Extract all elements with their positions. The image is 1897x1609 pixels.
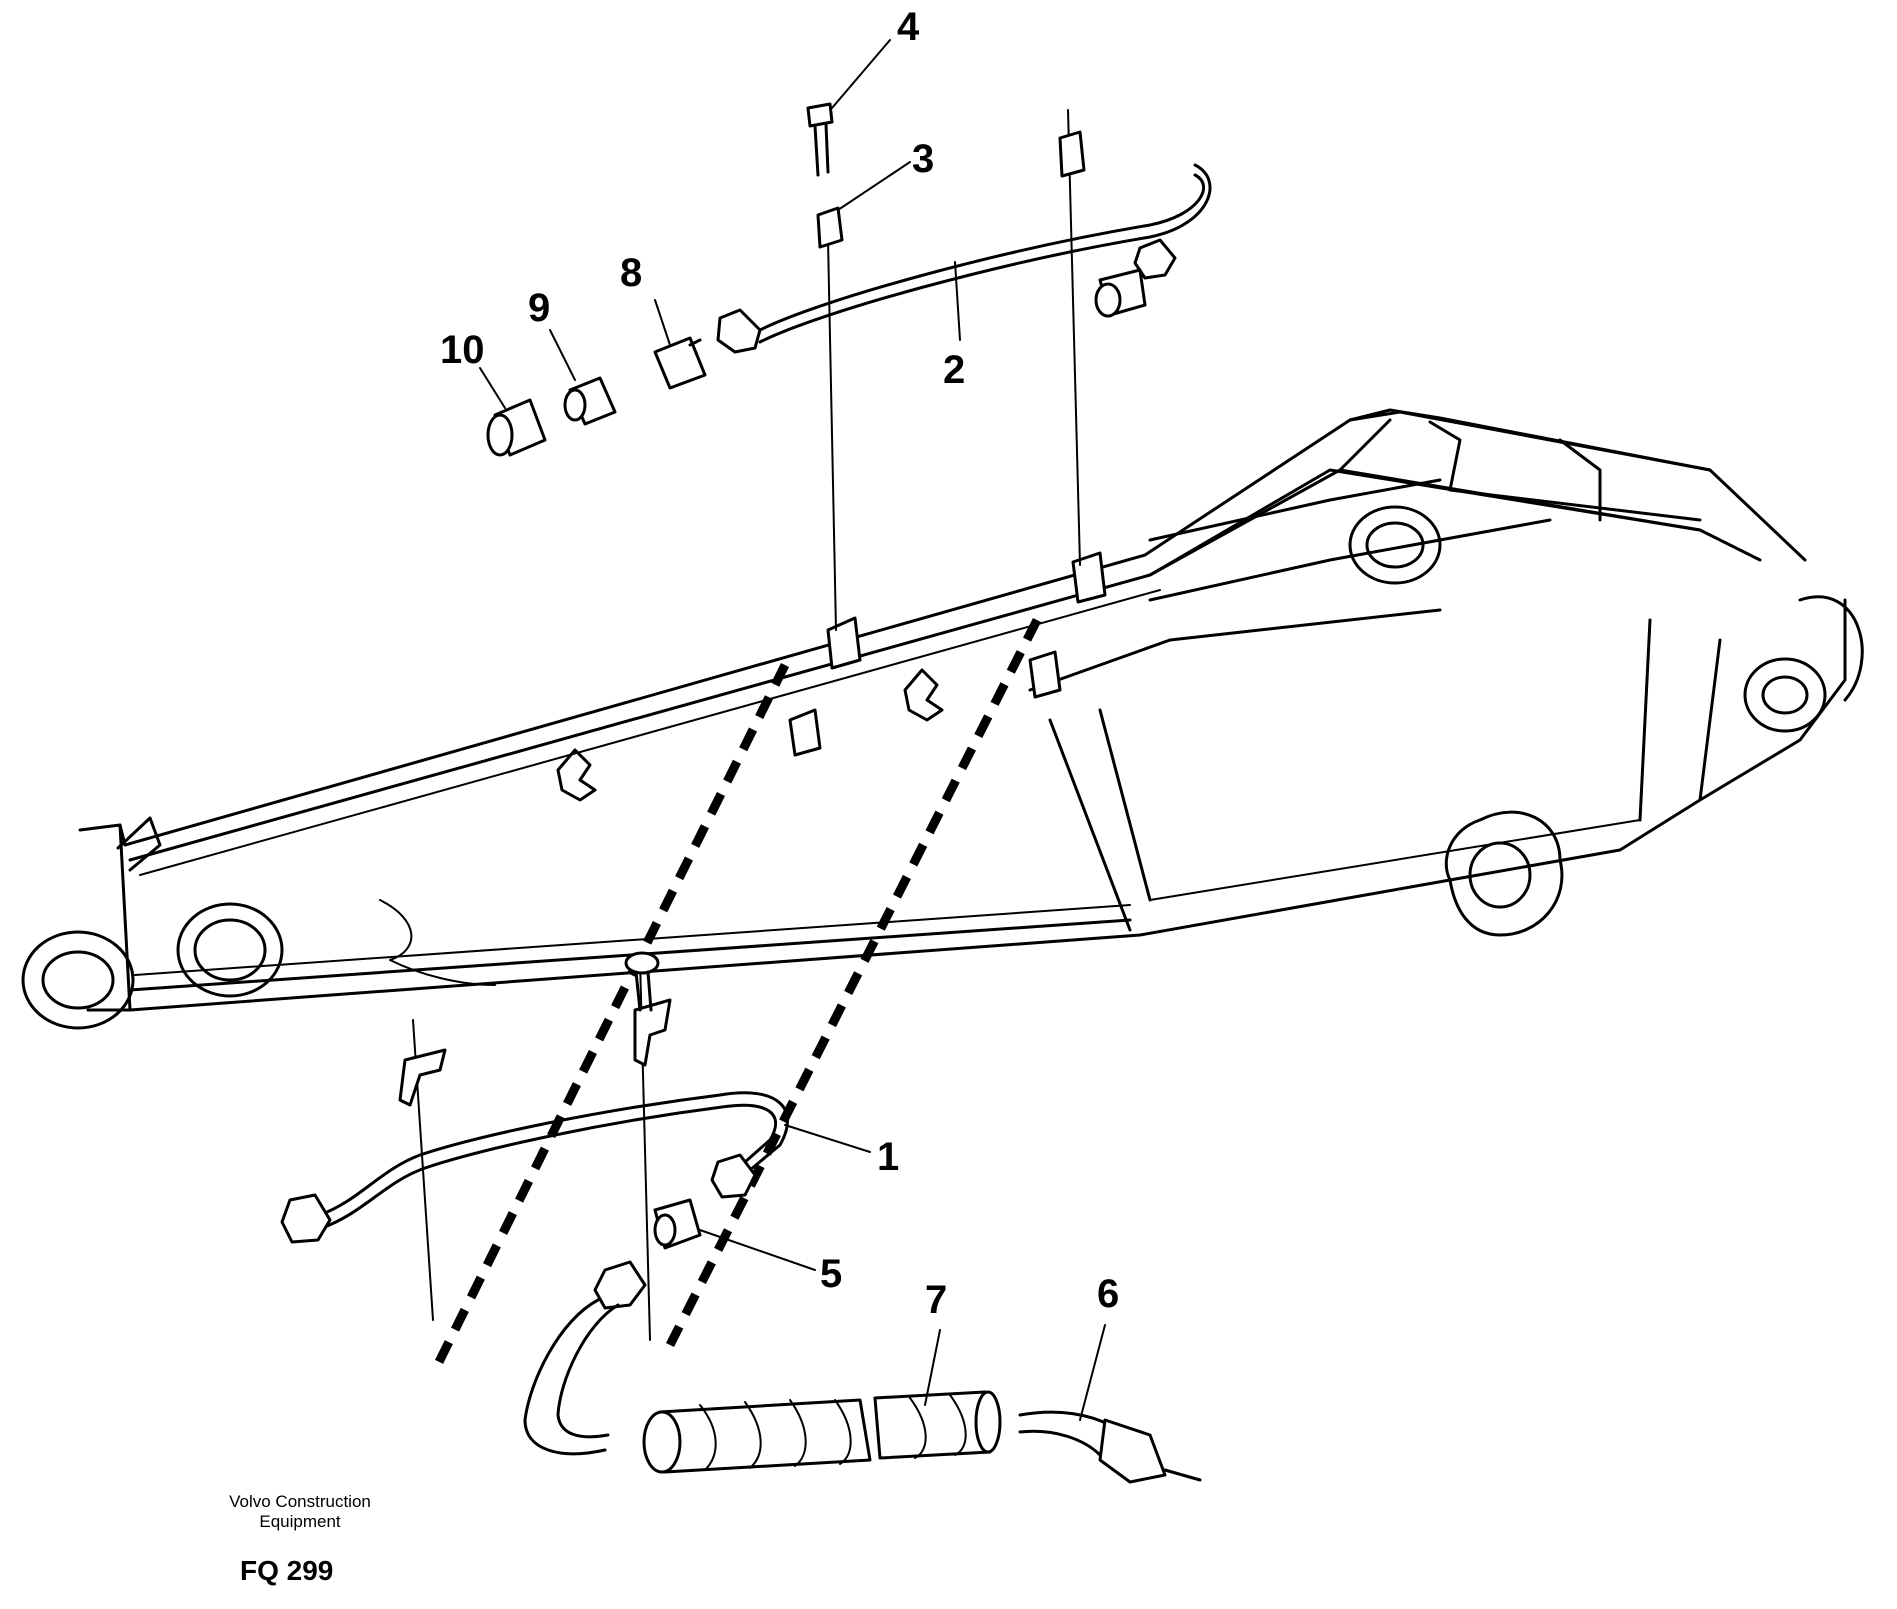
callout-labels: 1 2 3 4 5 6 7 8 9 10	[440, 5, 1119, 1322]
callout-4: 4	[897, 5, 920, 49]
callout-3: 3	[912, 137, 934, 181]
callout-2: 2	[943, 348, 965, 392]
callout-5: 5	[820, 1252, 842, 1296]
drawing-code: FQ 299	[240, 1555, 334, 1586]
hose-and-sleeve	[523, 1260, 1202, 1484]
boom-arm	[21, 408, 1864, 1030]
callout-7: 7	[925, 1278, 947, 1322]
callout-6: 6	[1097, 1272, 1119, 1316]
callout-9: 9	[528, 286, 550, 330]
company-line-2: Equipment	[259, 1512, 341, 1531]
upper-pipe-assembly	[486, 102, 1212, 457]
lower-pipe-assembly	[280, 951, 789, 1250]
callout-leaders	[479, 39, 1106, 1421]
boom-mounting-blocks	[788, 551, 1107, 757]
hose-routing-dashes	[430, 617, 1042, 1373]
company-line-1: Volvo Construction	[229, 1492, 371, 1511]
callout-1: 1	[877, 1135, 899, 1179]
company-name: Volvo Construction Equipment	[190, 1492, 410, 1532]
callout-8: 8	[620, 251, 642, 295]
callout-10: 10	[440, 328, 485, 372]
